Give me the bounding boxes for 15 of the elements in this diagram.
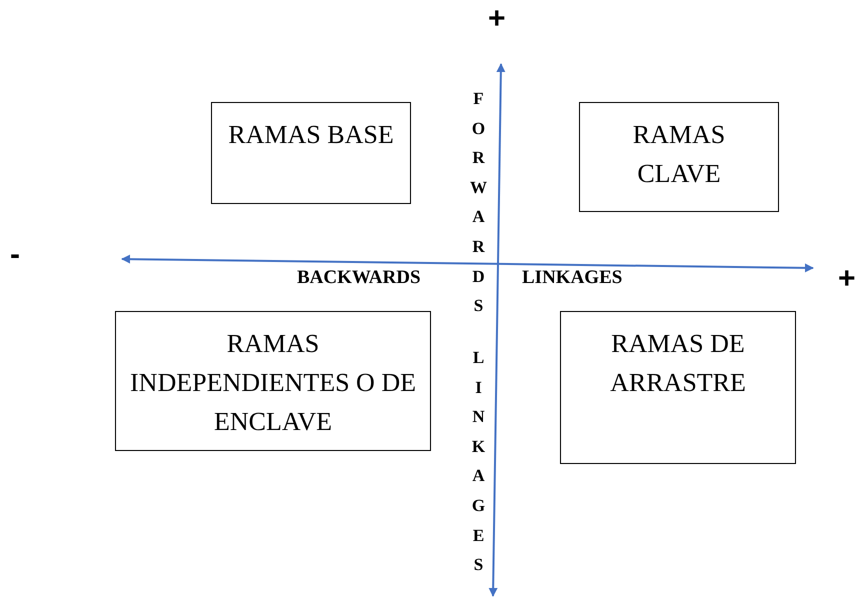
axis-sign: - (10, 238, 20, 272)
box-text: RAMAS INDEPENDIENTES O DE ENCLAVE (129, 328, 417, 438)
category-box (560, 311, 796, 464)
axis-sign: + (488, 2, 506, 36)
axis-title: LINKAGES (470, 347, 486, 576)
axis-sign: + (838, 262, 856, 296)
category-box (115, 311, 431, 451)
axis-title: FORWARDS (470, 88, 487, 318)
category-box (579, 102, 779, 212)
box-text: RAMAS BASE (227, 119, 395, 151)
category-box (211, 102, 411, 204)
box-text: RAMAS DE ARRASTRE (609, 328, 747, 399)
axis-title: LINKAGES (522, 267, 622, 289)
axis-title: BACKWARDS (297, 267, 421, 289)
box-text: RAMAS CLAVE (632, 119, 726, 190)
